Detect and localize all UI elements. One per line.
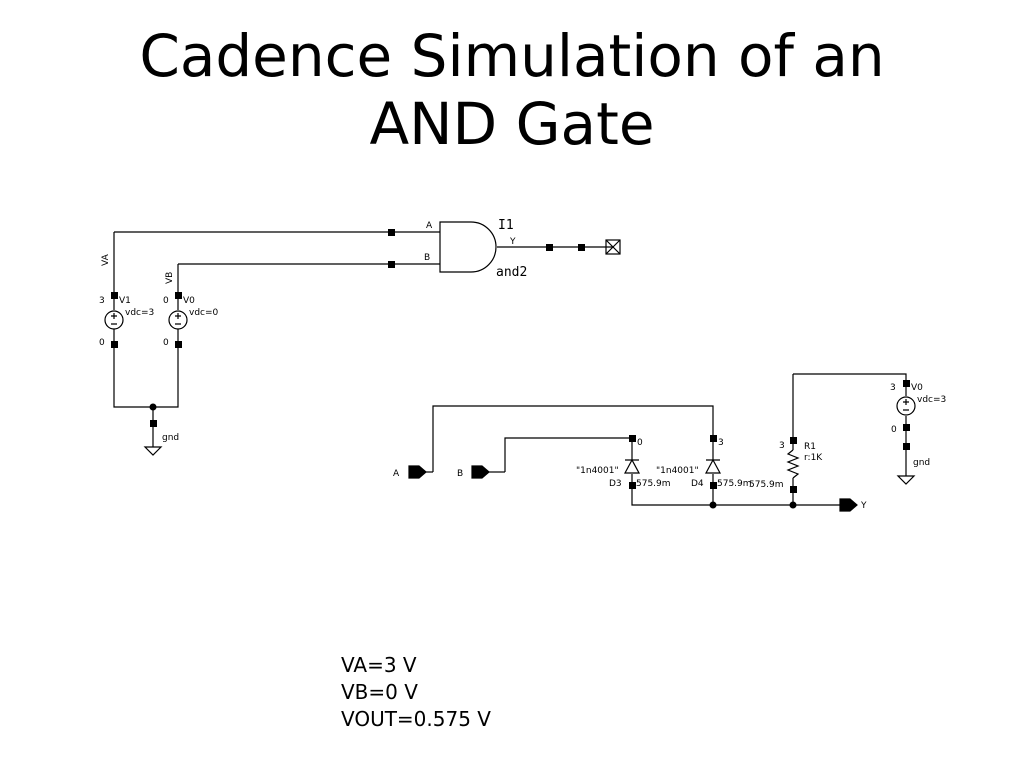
gate-cell-label: and2 [496, 265, 527, 280]
resistor-voltage: 575.9m [749, 480, 784, 490]
diode-a-voltage: 575.9m [636, 479, 671, 489]
source-b-neg-node: 0 [163, 338, 169, 348]
source-2-node: 3 [890, 383, 896, 393]
diode-d3-symbol [623, 458, 641, 474]
source-v0-2-symbol [896, 396, 916, 416]
result-vb: VB=0 V [341, 680, 418, 704]
schematic-diode-gate [408, 373, 916, 512]
diode-a-inst: D3 [609, 479, 622, 489]
input-a-label: A [393, 469, 400, 479]
wire-gate-inputs [391, 231, 440, 265]
and2-gate-symbol [439, 221, 497, 273]
resistor-param: r:1K [804, 453, 823, 463]
source-v1-symbol [104, 310, 124, 330]
gate-pin-y-label: Y [509, 237, 516, 247]
gate-pin-a-label: A [426, 221, 433, 231]
input-pin-a [408, 465, 427, 479]
output-y-label: Y [860, 501, 867, 511]
output-terminal [605, 239, 621, 255]
ground-symbol-2 [896, 475, 916, 485]
wire-source-loop [113, 296, 179, 408]
title-line-2: AND Gate [369, 90, 655, 158]
input-b-label: B [457, 469, 463, 479]
input-pin-b [471, 465, 490, 479]
diode-b-voltage: 575.9m [717, 479, 752, 489]
diode-b-anode-node: 3 [718, 438, 724, 448]
wire-a-in [432, 405, 714, 472]
resistor-inst: R1 [804, 442, 816, 452]
result-vout: VOUT=0.575 V [341, 707, 491, 731]
source-a-inst: V1 [119, 296, 131, 306]
source-a-param: vdc=3 [125, 308, 154, 318]
ground-symbol-1 [143, 446, 163, 456]
source-v0-symbol [168, 310, 188, 330]
wire-b-in [504, 437, 633, 472]
source-b-param: vdc=0 [189, 308, 219, 318]
source-2-neg-node: 0 [891, 425, 897, 435]
source-a-neg-node: 0 [99, 338, 105, 348]
result-va: VA=3 V [341, 653, 417, 677]
source-2-inst: V0 [911, 383, 923, 393]
resistor-r1-symbol [786, 449, 800, 479]
resistor-top-node: 3 [779, 441, 785, 451]
output-pin-y [839, 498, 858, 512]
net-vb-label: VB [165, 272, 175, 284]
diode-b-model: "1n4001" [656, 466, 699, 476]
net-va-label: VA [101, 253, 111, 266]
source-a-node: 3 [99, 296, 105, 306]
ground-label-2: gnd [913, 458, 930, 468]
source-b-node: 0 [163, 296, 169, 306]
slide-title: Cadence Simulation of an AND Gate [0, 22, 1024, 158]
diode-b-inst: D4 [691, 479, 704, 489]
diode-a-model: "1n4001" [576, 466, 619, 476]
schematic-and2-gate [104, 221, 621, 456]
diode-d4-symbol [704, 458, 722, 474]
simulation-results: VA=3 V VB=0 V VOUT=0.575 V [341, 652, 491, 733]
ground-label-1: gnd [162, 433, 179, 443]
source-b-inst: V0 [183, 296, 195, 306]
gate-pin-b-label: B [424, 253, 430, 263]
title-line-1: Cadence Simulation of an [139, 22, 885, 90]
diode-a-anode-node: 0 [637, 438, 643, 448]
gate-instance-label: I1 [498, 218, 514, 233]
source-2-param: vdc=3 [917, 395, 946, 405]
